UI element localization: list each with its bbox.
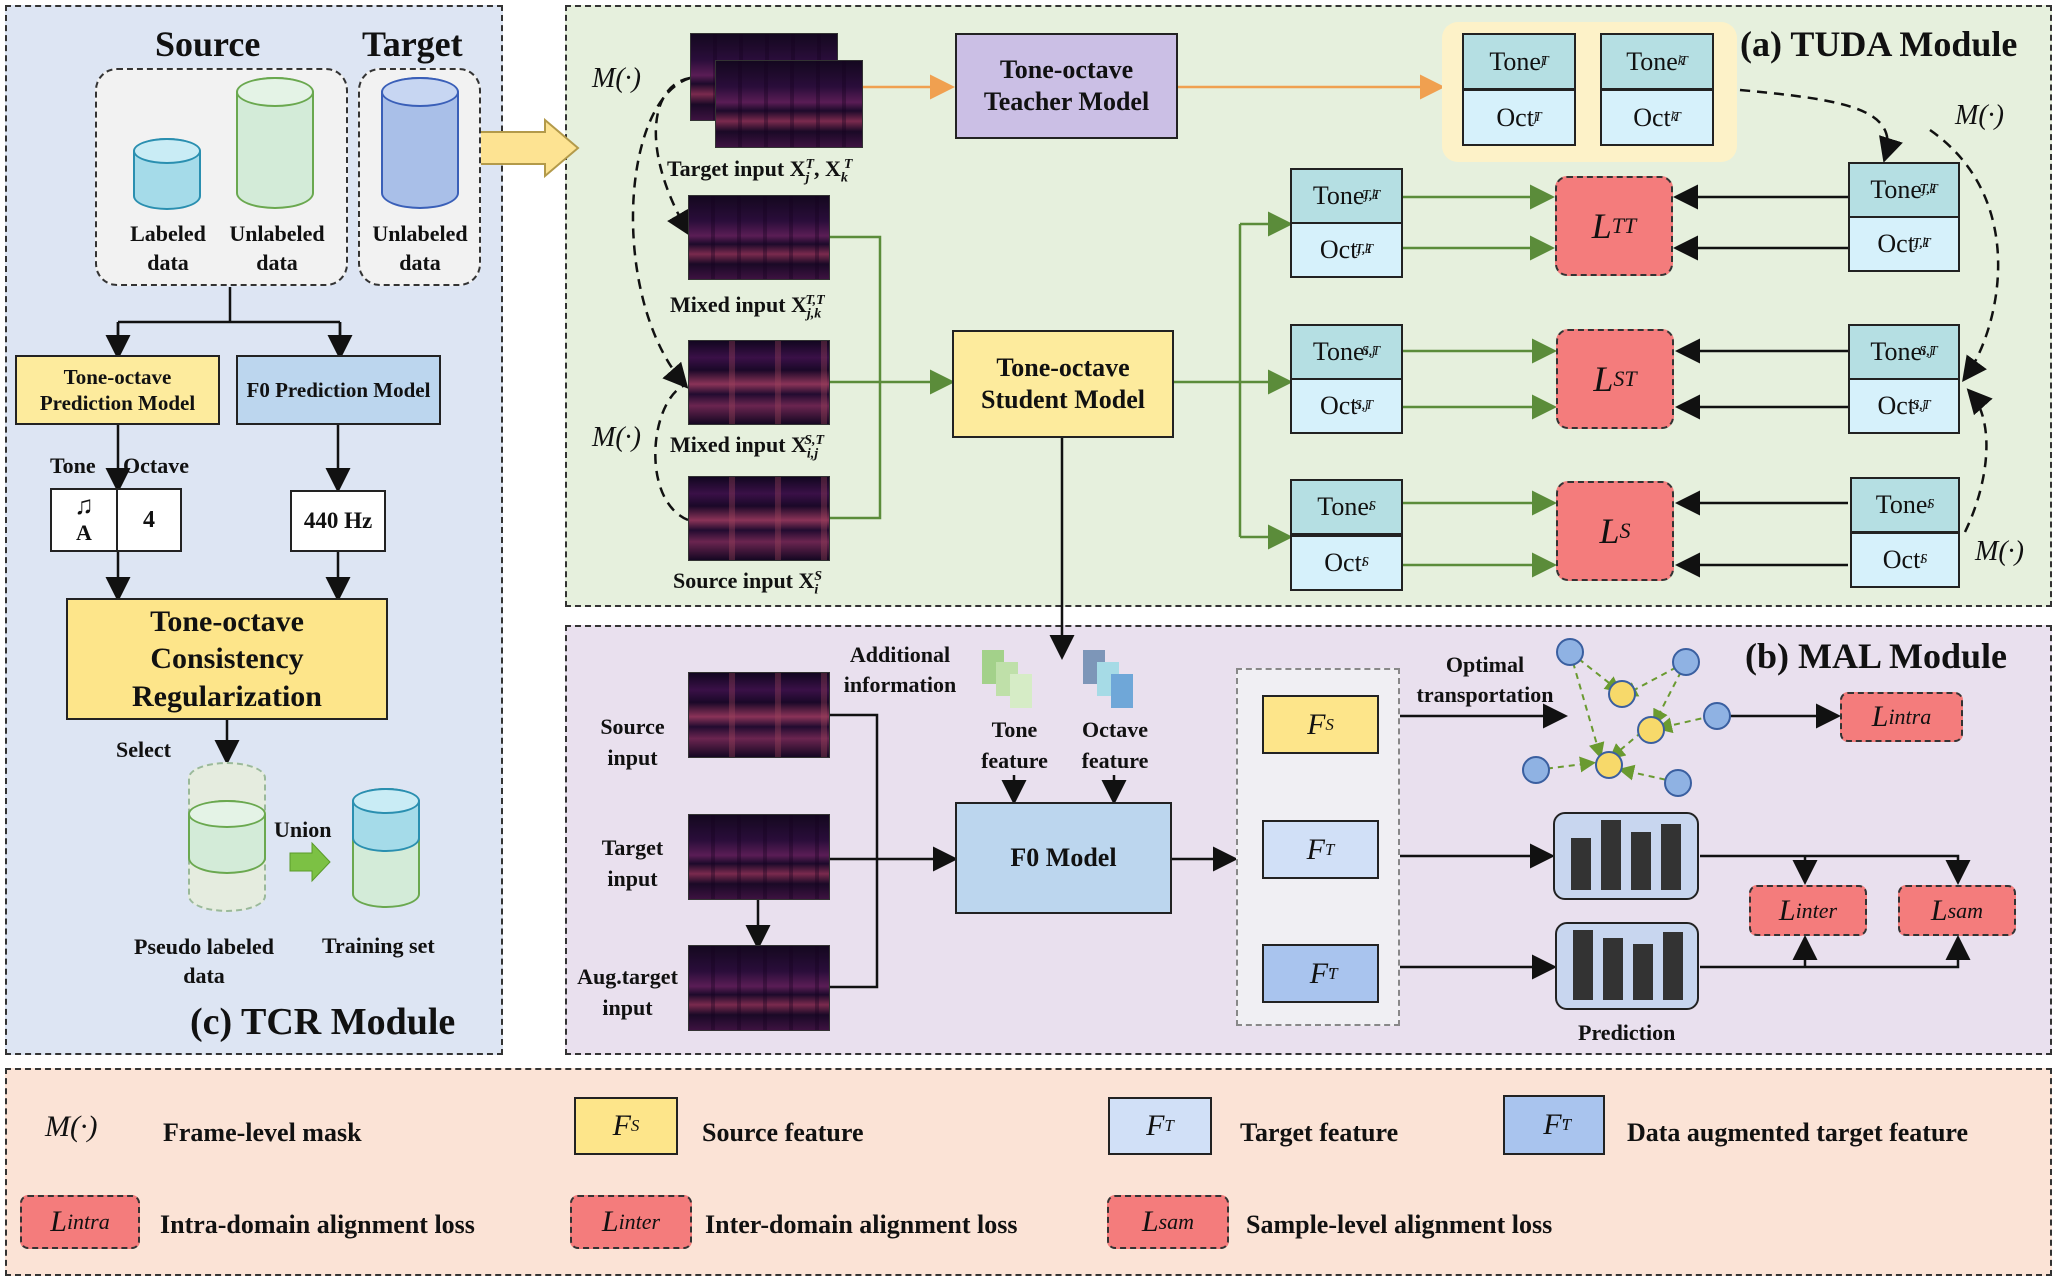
- mask-label-1: M(·): [592, 63, 641, 94]
- union-label: Union: [274, 817, 332, 842]
- teacher-model: Tone-octave Teacher Model: [955, 33, 1178, 139]
- mal-source-spectrogram: [688, 672, 830, 758]
- student-model: Tone-octave Student Model: [952, 330, 1174, 438]
- pseudo-labeled-label: Pseudo labeled data: [134, 934, 274, 988]
- tcr-module-title: (c) TCR Module: [190, 1001, 456, 1043]
- unlabeled-target-label: Unlabeled data: [372, 221, 468, 275]
- tone-value-box: ♫ A: [50, 488, 118, 552]
- labeled-data-label: Labeled data: [130, 221, 206, 275]
- legend-panel: [5, 1068, 2052, 1276]
- mal-aug-spectrogram: [688, 945, 830, 1031]
- mixed-st-label: Mixed input Xi,jS,T: [670, 432, 825, 462]
- prediction-aug-bars: [1555, 922, 1699, 1010]
- source-input-label: Source input XiS: [673, 568, 823, 598]
- optimal-transport-label: Optimal transportation: [1416, 652, 1554, 707]
- tone-octave-prediction-model: Tone-octave Prediction Model: [15, 355, 220, 425]
- mal-target-label: Target input: [601, 835, 664, 891]
- tone-label: Tone: [50, 453, 96, 478]
- legend-intra-text: Intra-domain alignment loss: [160, 1210, 475, 1239]
- octave-label: Octave: [123, 453, 189, 478]
- prediction-label: Prediction: [1578, 1020, 1676, 1045]
- tuda-module-title: (a) TUDA Module: [1740, 24, 2018, 64]
- tone-value: A: [76, 520, 92, 546]
- mal-source-label: Source input: [600, 714, 665, 770]
- mal-aug-label: Aug.target input: [577, 964, 678, 1020]
- octave-feature-label: Octave feature: [1081, 717, 1149, 773]
- optimal-transport-graph: [1522, 638, 1731, 797]
- legend-source-feature: Source feature: [702, 1118, 864, 1147]
- training-set-label: Training set: [322, 933, 435, 958]
- mal-module-title: (b) MAL Module: [1745, 636, 2008, 676]
- tone-octave-consistency-regularization: Tone-octave Consistency Regularization: [66, 598, 388, 720]
- target-input-label: Target input XjT, XkT: [667, 156, 853, 186]
- legend-target-feature: Target feature: [1240, 1118, 1399, 1147]
- legend-mask-symbol: M(·): [45, 1110, 98, 1143]
- source-spectrogram: [688, 476, 830, 561]
- mixed-tt-spectrogram: [688, 195, 830, 280]
- target-spectrogram-k: [715, 60, 863, 148]
- mal-target-spectrogram: [688, 814, 830, 900]
- f0-model: F0 Model: [955, 802, 1172, 914]
- mixed-tt-label: Mixed input Xj,kT,T: [670, 292, 825, 322]
- octave-value-box: 4: [116, 488, 182, 552]
- mask-label-2: M(·): [592, 422, 641, 453]
- music-note-icon: ♫: [74, 491, 94, 521]
- source-title: Source: [155, 24, 261, 64]
- select-label: Select: [116, 737, 171, 762]
- legend-mask-text: Frame-level mask: [163, 1118, 362, 1147]
- mixed-st-spectrogram: [688, 340, 830, 425]
- tone-feature-label: Tone feature: [981, 717, 1048, 773]
- hz-value-box: 440 Hz: [290, 490, 386, 552]
- octave-feature-icon: [1083, 650, 1143, 710]
- mask-label-4: M(·): [1975, 536, 2024, 567]
- legend-sam-text: Sample-level alignment loss: [1246, 1210, 1553, 1239]
- legend-inter-text: Inter-domain alignment loss: [705, 1210, 1018, 1239]
- f0-prediction-model: F0 Prediction Model: [236, 355, 441, 425]
- additional-info-label: Additional information: [843, 642, 957, 697]
- prediction-target-bars: [1553, 812, 1699, 900]
- tone-feature-icon: [982, 650, 1042, 710]
- mask-label-3: M(·): [1955, 100, 2004, 131]
- target-title: Target: [362, 24, 463, 64]
- unlabeled-source-label: Unlabeled data: [229, 221, 325, 275]
- legend-aug-feature: Data augmented target feature: [1627, 1118, 1969, 1147]
